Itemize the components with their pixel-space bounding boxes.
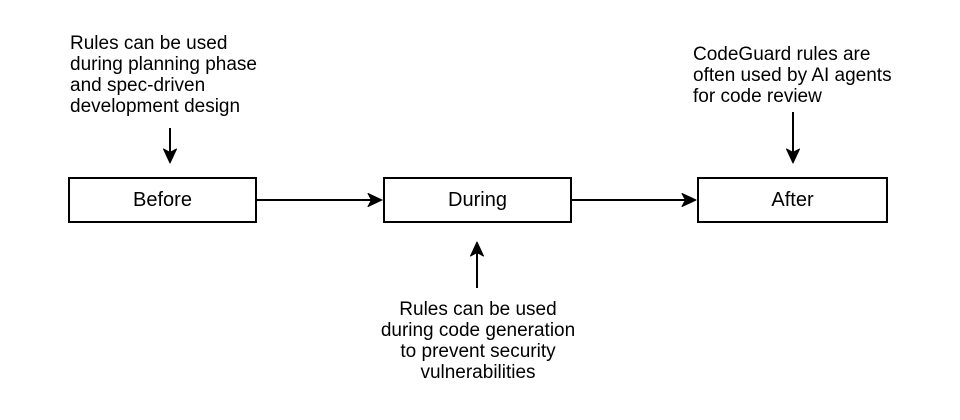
flow-box-during: During — [383, 177, 572, 223]
annotation-during: Rules can be used during code generation… — [380, 299, 576, 383]
flow-box-after-label: After — [771, 188, 814, 211]
down-arrow-to-before — [163, 128, 177, 164]
arrow-during-to-after — [572, 193, 697, 207]
up-arrow-to-during — [470, 241, 484, 288]
flow-box-after: After — [697, 177, 888, 223]
flow-box-before: Before — [68, 177, 257, 223]
flow-box-during-label: During — [448, 188, 507, 211]
down-arrow-to-after — [786, 112, 800, 164]
arrow-before-to-during — [257, 193, 383, 207]
flow-box-before-label: Before — [133, 188, 192, 211]
annotation-after: CodeGuard rules are often used by AI age… — [693, 44, 892, 107]
annotation-before: Rules can be used during planning phase … — [70, 33, 257, 117]
